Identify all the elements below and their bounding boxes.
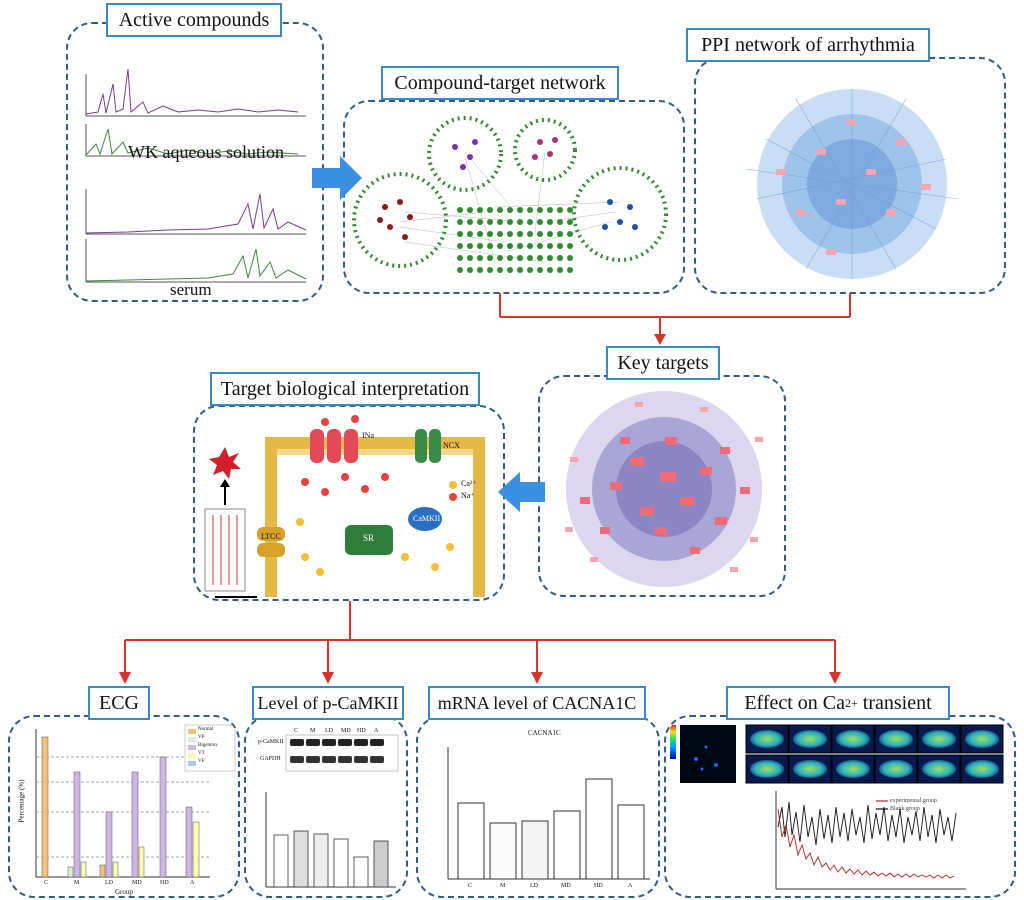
ca-transient-suffix: transient <box>857 691 932 714</box>
wb-lane-c: C <box>294 728 299 734</box>
arrow-down-icon <box>119 672 131 684</box>
pcamkii-label: Level of p-CaMKII <box>252 686 404 720</box>
compound-target-network-label: Compound-target network <box>381 66 619 100</box>
mrna-chart-title: CACNA1C <box>528 729 561 737</box>
active-compounds-panel: WK aqueous solution serum <box>66 22 324 302</box>
ecg-legend-bigeminy: Bigeminy <box>198 743 218 748</box>
ecg-xtick-c: C <box>44 880 49 886</box>
ncx-label: NCX <box>443 441 460 450</box>
arrow-down-icon <box>829 672 841 684</box>
ca-legend-experimental: experimental group <box>890 798 937 804</box>
ecg-xtick-a: A <box>190 880 195 886</box>
ecg-panel: Normal VP Bigeminy VT VF C M LD MD HD A … <box>8 715 240 898</box>
ppi-network-panel <box>694 57 1006 294</box>
chromatograms-graphic <box>85 68 307 283</box>
ecg-legend-vp: VP <box>198 735 205 740</box>
pcamkii-graphic <box>265 734 399 888</box>
ppi-network-graphic <box>745 89 959 279</box>
ecg-xtick-ld: LD <box>105 880 113 886</box>
wb-lane-md: MD <box>341 728 351 734</box>
wb-lane-m: M <box>310 728 316 734</box>
ltcc-label: LTCC <box>261 532 281 541</box>
mrna-xtick-md: MD <box>561 883 571 889</box>
pcamkii-panel: p-CaMKII GAPDH C M LD MD HD A <box>244 715 408 898</box>
ca-legend-label: Ca²⁺ <box>461 479 477 488</box>
arrow-down-icon <box>654 334 666 345</box>
compound-target-network-panel <box>343 100 685 294</box>
arrow-down-icon <box>531 672 543 684</box>
ecg-xtick-hd: HD <box>160 880 169 886</box>
key-targets-panel <box>538 375 786 597</box>
ecg-xlabel: Group <box>115 888 133 896</box>
ecg-chart <box>35 724 236 878</box>
ecg-label: ECG <box>88 686 150 720</box>
active-compounds-label: Active compounds <box>106 3 282 37</box>
band-label-gapdh: GAPDH <box>260 756 281 762</box>
ca-transient-panel: experimental group Blank group <box>664 715 1016 898</box>
mrna-xtick-hd: HD <box>594 883 603 889</box>
ca-legend-blank: Blank group <box>890 806 920 812</box>
target-interpretation-panel: INa NCX Ca²⁺ Na⁺ CaMKII LTCC SR <box>193 405 505 601</box>
na-legend-label: Na⁺ <box>461 491 475 500</box>
ecg-legend-normal: Normal <box>198 727 214 732</box>
key-targets-label: Key targets <box>606 346 720 380</box>
serum-label: serum <box>170 280 212 299</box>
compound-target-network-graphic <box>352 116 668 273</box>
ca-transient-sup: 2+ <box>845 695 858 710</box>
wb-lane-a: A <box>374 728 379 734</box>
key-targets-graphic <box>565 391 763 587</box>
arrow-down-icon <box>322 672 334 684</box>
target-interpretation-label: Target biological interpretation <box>210 372 480 406</box>
mrna-chart <box>447 747 650 880</box>
wb-lane-ld: LD <box>325 728 333 734</box>
band-label-pcamkii: p-CaMKII <box>258 739 284 745</box>
ecg-legend-vt: VT <box>198 751 205 756</box>
ca-transient-prefix: Effect on Ca <box>744 691 846 714</box>
ecg-xtick-m: M <box>74 880 80 886</box>
wb-lane-hd: HD <box>357 728 366 734</box>
mrna-xtick-c: C <box>468 883 473 889</box>
ppi-network-label: PPI network of arrhythmia <box>686 28 930 62</box>
wk-aqueous-label: WK aqueous solution <box>128 142 284 162</box>
ecg-legend-vf: VF <box>198 759 205 764</box>
camkii-label: CaMKII <box>413 514 441 523</box>
pathway-graphic <box>204 415 485 598</box>
sr-label: SR <box>363 533 375 543</box>
mrna-xtick-a: A <box>628 883 633 889</box>
ecg-xtick-md: MD <box>132 880 142 886</box>
ca-transient-graphic <box>670 724 1004 890</box>
mrna-xtick-ld: LD <box>530 883 538 889</box>
mrna-panel: CACNA1C C M LD MD HD A <box>416 715 660 898</box>
ina-label: INa <box>362 431 374 440</box>
mrna-label: mRNA level of CACNA1C <box>428 686 646 720</box>
ecg-ylabel: Percentage (%) <box>17 779 26 823</box>
mrna-xtick-m: M <box>500 883 506 889</box>
